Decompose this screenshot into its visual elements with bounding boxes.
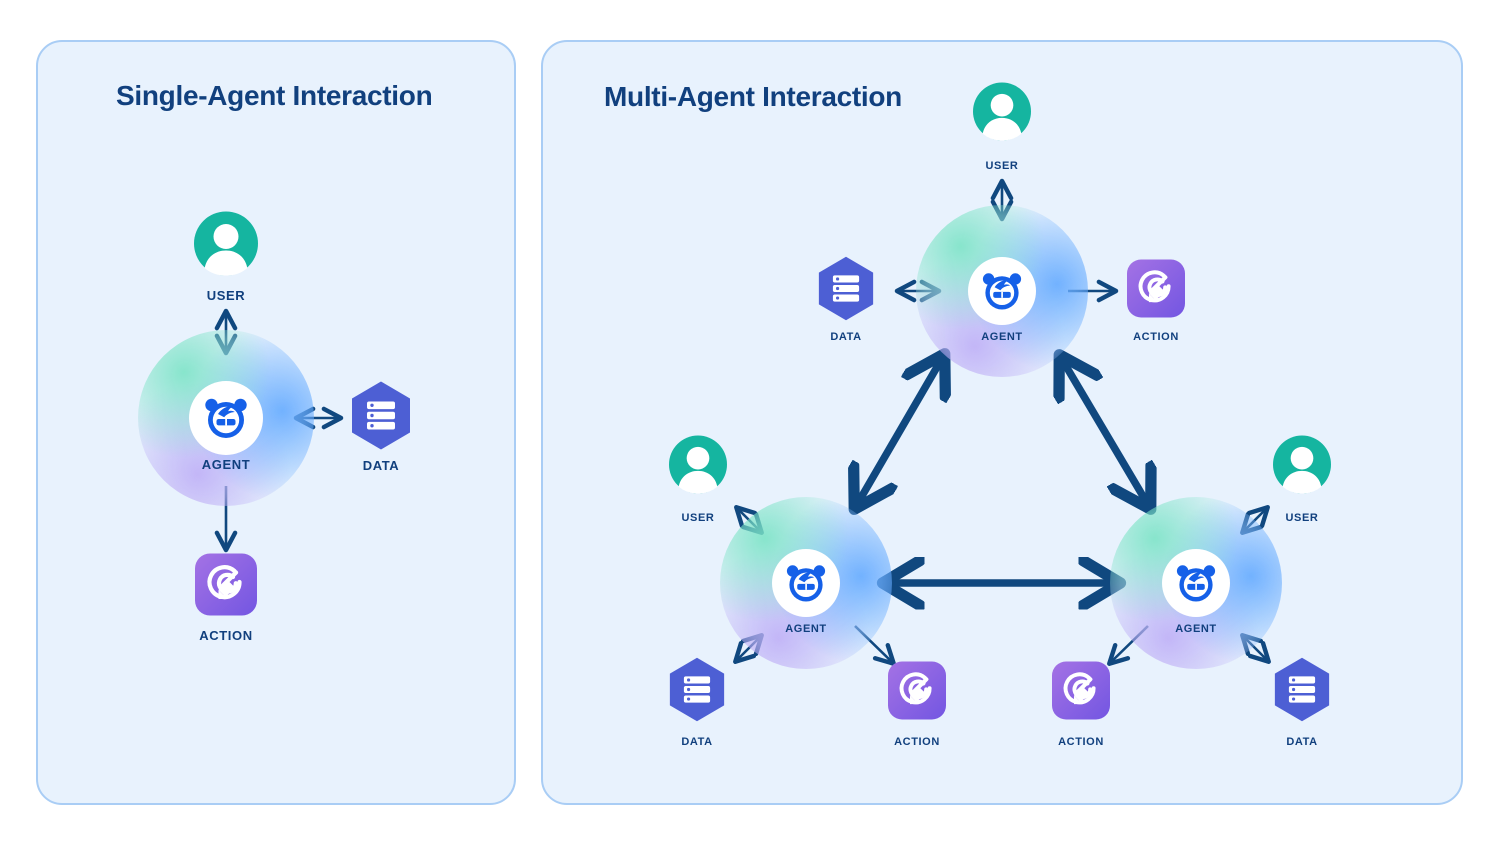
user-label: USER bbox=[206, 288, 246, 303]
data-label: DATA bbox=[362, 458, 400, 473]
data-node-right[interactable] bbox=[1273, 657, 1331, 727]
database-hexagon-icon bbox=[669, 657, 725, 722]
agent-robot-icon bbox=[982, 273, 1022, 310]
agent-node-right[interactable] bbox=[1162, 549, 1230, 617]
user-avatar[interactable] bbox=[194, 211, 258, 281]
user-avatar-right[interactable] bbox=[1273, 435, 1331, 499]
database-hexagon-icon bbox=[818, 256, 874, 321]
agent-label: AGENT bbox=[201, 457, 251, 472]
action-label: ACTION bbox=[199, 628, 253, 643]
data-label-left: DATA bbox=[681, 736, 713, 748]
agent-label-top: AGENT bbox=[981, 331, 1023, 343]
user-label-top: USER bbox=[985, 160, 1019, 172]
action-target-arrow-icon bbox=[888, 661, 946, 720]
agent-node[interactable] bbox=[189, 381, 263, 455]
user-label-right: USER bbox=[1285, 512, 1319, 524]
user-avatar-icon bbox=[669, 435, 727, 494]
user-avatar-icon bbox=[194, 211, 258, 276]
data-node[interactable] bbox=[350, 381, 412, 455]
arrow-agent-left-agent-top bbox=[855, 355, 944, 508]
agent-label-right: AGENT bbox=[1175, 623, 1217, 635]
agent-node-top[interactable] bbox=[968, 257, 1036, 325]
agent-node-left[interactable] bbox=[772, 549, 840, 617]
action-target-arrow-icon bbox=[1127, 259, 1185, 318]
action-target-arrow-icon bbox=[1052, 661, 1110, 720]
agent-robot-icon bbox=[786, 565, 826, 602]
agent-robot-icon bbox=[1176, 565, 1216, 602]
action-node-left[interactable] bbox=[888, 661, 946, 725]
database-hexagon-icon bbox=[352, 381, 410, 450]
data-label-right: DATA bbox=[1286, 736, 1318, 748]
action-node[interactable] bbox=[195, 553, 257, 621]
agent-robot-icon bbox=[205, 398, 247, 438]
panel-multi-agent-title: Multi-Agent Interaction bbox=[604, 81, 902, 112]
panel-single-agent-title: Single-Agent Interaction bbox=[116, 80, 433, 111]
user-avatar-top[interactable] bbox=[973, 82, 1031, 146]
action-target-arrow-icon bbox=[195, 553, 257, 616]
action-node-right[interactable] bbox=[1052, 661, 1110, 725]
action-node-top[interactable] bbox=[1127, 259, 1185, 323]
user-avatar-left[interactable] bbox=[669, 435, 727, 499]
action-label-left: ACTION bbox=[894, 736, 940, 748]
data-node-left[interactable] bbox=[668, 657, 726, 727]
arrow-agent-top-agent-right bbox=[1060, 356, 1150, 508]
action-label-right: ACTION bbox=[1058, 736, 1104, 748]
action-label-top: ACTION bbox=[1133, 331, 1179, 343]
agent-label-left: AGENT bbox=[785, 623, 827, 635]
data-label-top: DATA bbox=[830, 331, 862, 343]
database-hexagon-icon bbox=[1274, 657, 1330, 722]
user-label-left: USER bbox=[681, 512, 715, 524]
user-avatar-icon bbox=[973, 82, 1031, 141]
user-avatar-icon bbox=[1273, 435, 1331, 494]
data-node-top[interactable] bbox=[817, 256, 875, 326]
